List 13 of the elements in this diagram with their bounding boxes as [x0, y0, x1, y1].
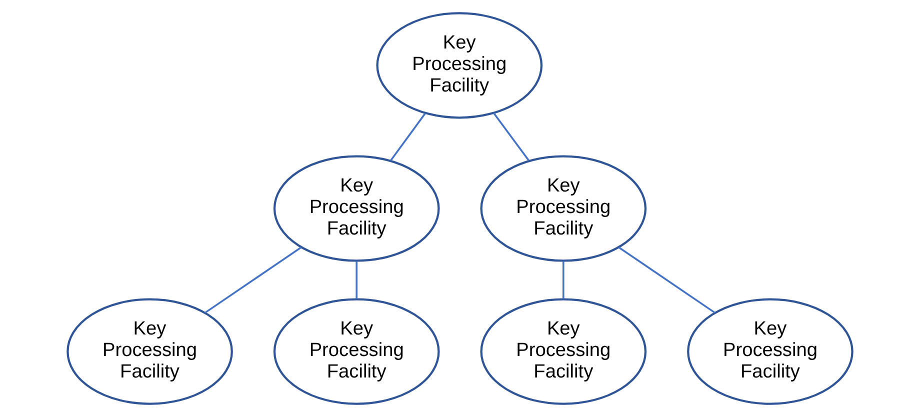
connector — [493, 112, 530, 161]
connector — [562, 261, 564, 299]
connector — [356, 261, 358, 299]
node-ellipse: Key Processing Facility — [480, 155, 647, 262]
connector — [204, 246, 302, 314]
node-ellipse: Key Processing Facility — [66, 298, 233, 405]
node-ellipse: Key Processing Facility — [376, 12, 543, 119]
node-ellipse: Key Processing Facility — [273, 298, 440, 405]
connector — [390, 112, 426, 162]
connector — [618, 246, 716, 314]
node-ellipse: Key Processing Facility — [273, 155, 440, 262]
node-ellipse: Key Processing Facility — [687, 298, 854, 405]
node-ellipse: Key Processing Facility — [480, 298, 647, 405]
